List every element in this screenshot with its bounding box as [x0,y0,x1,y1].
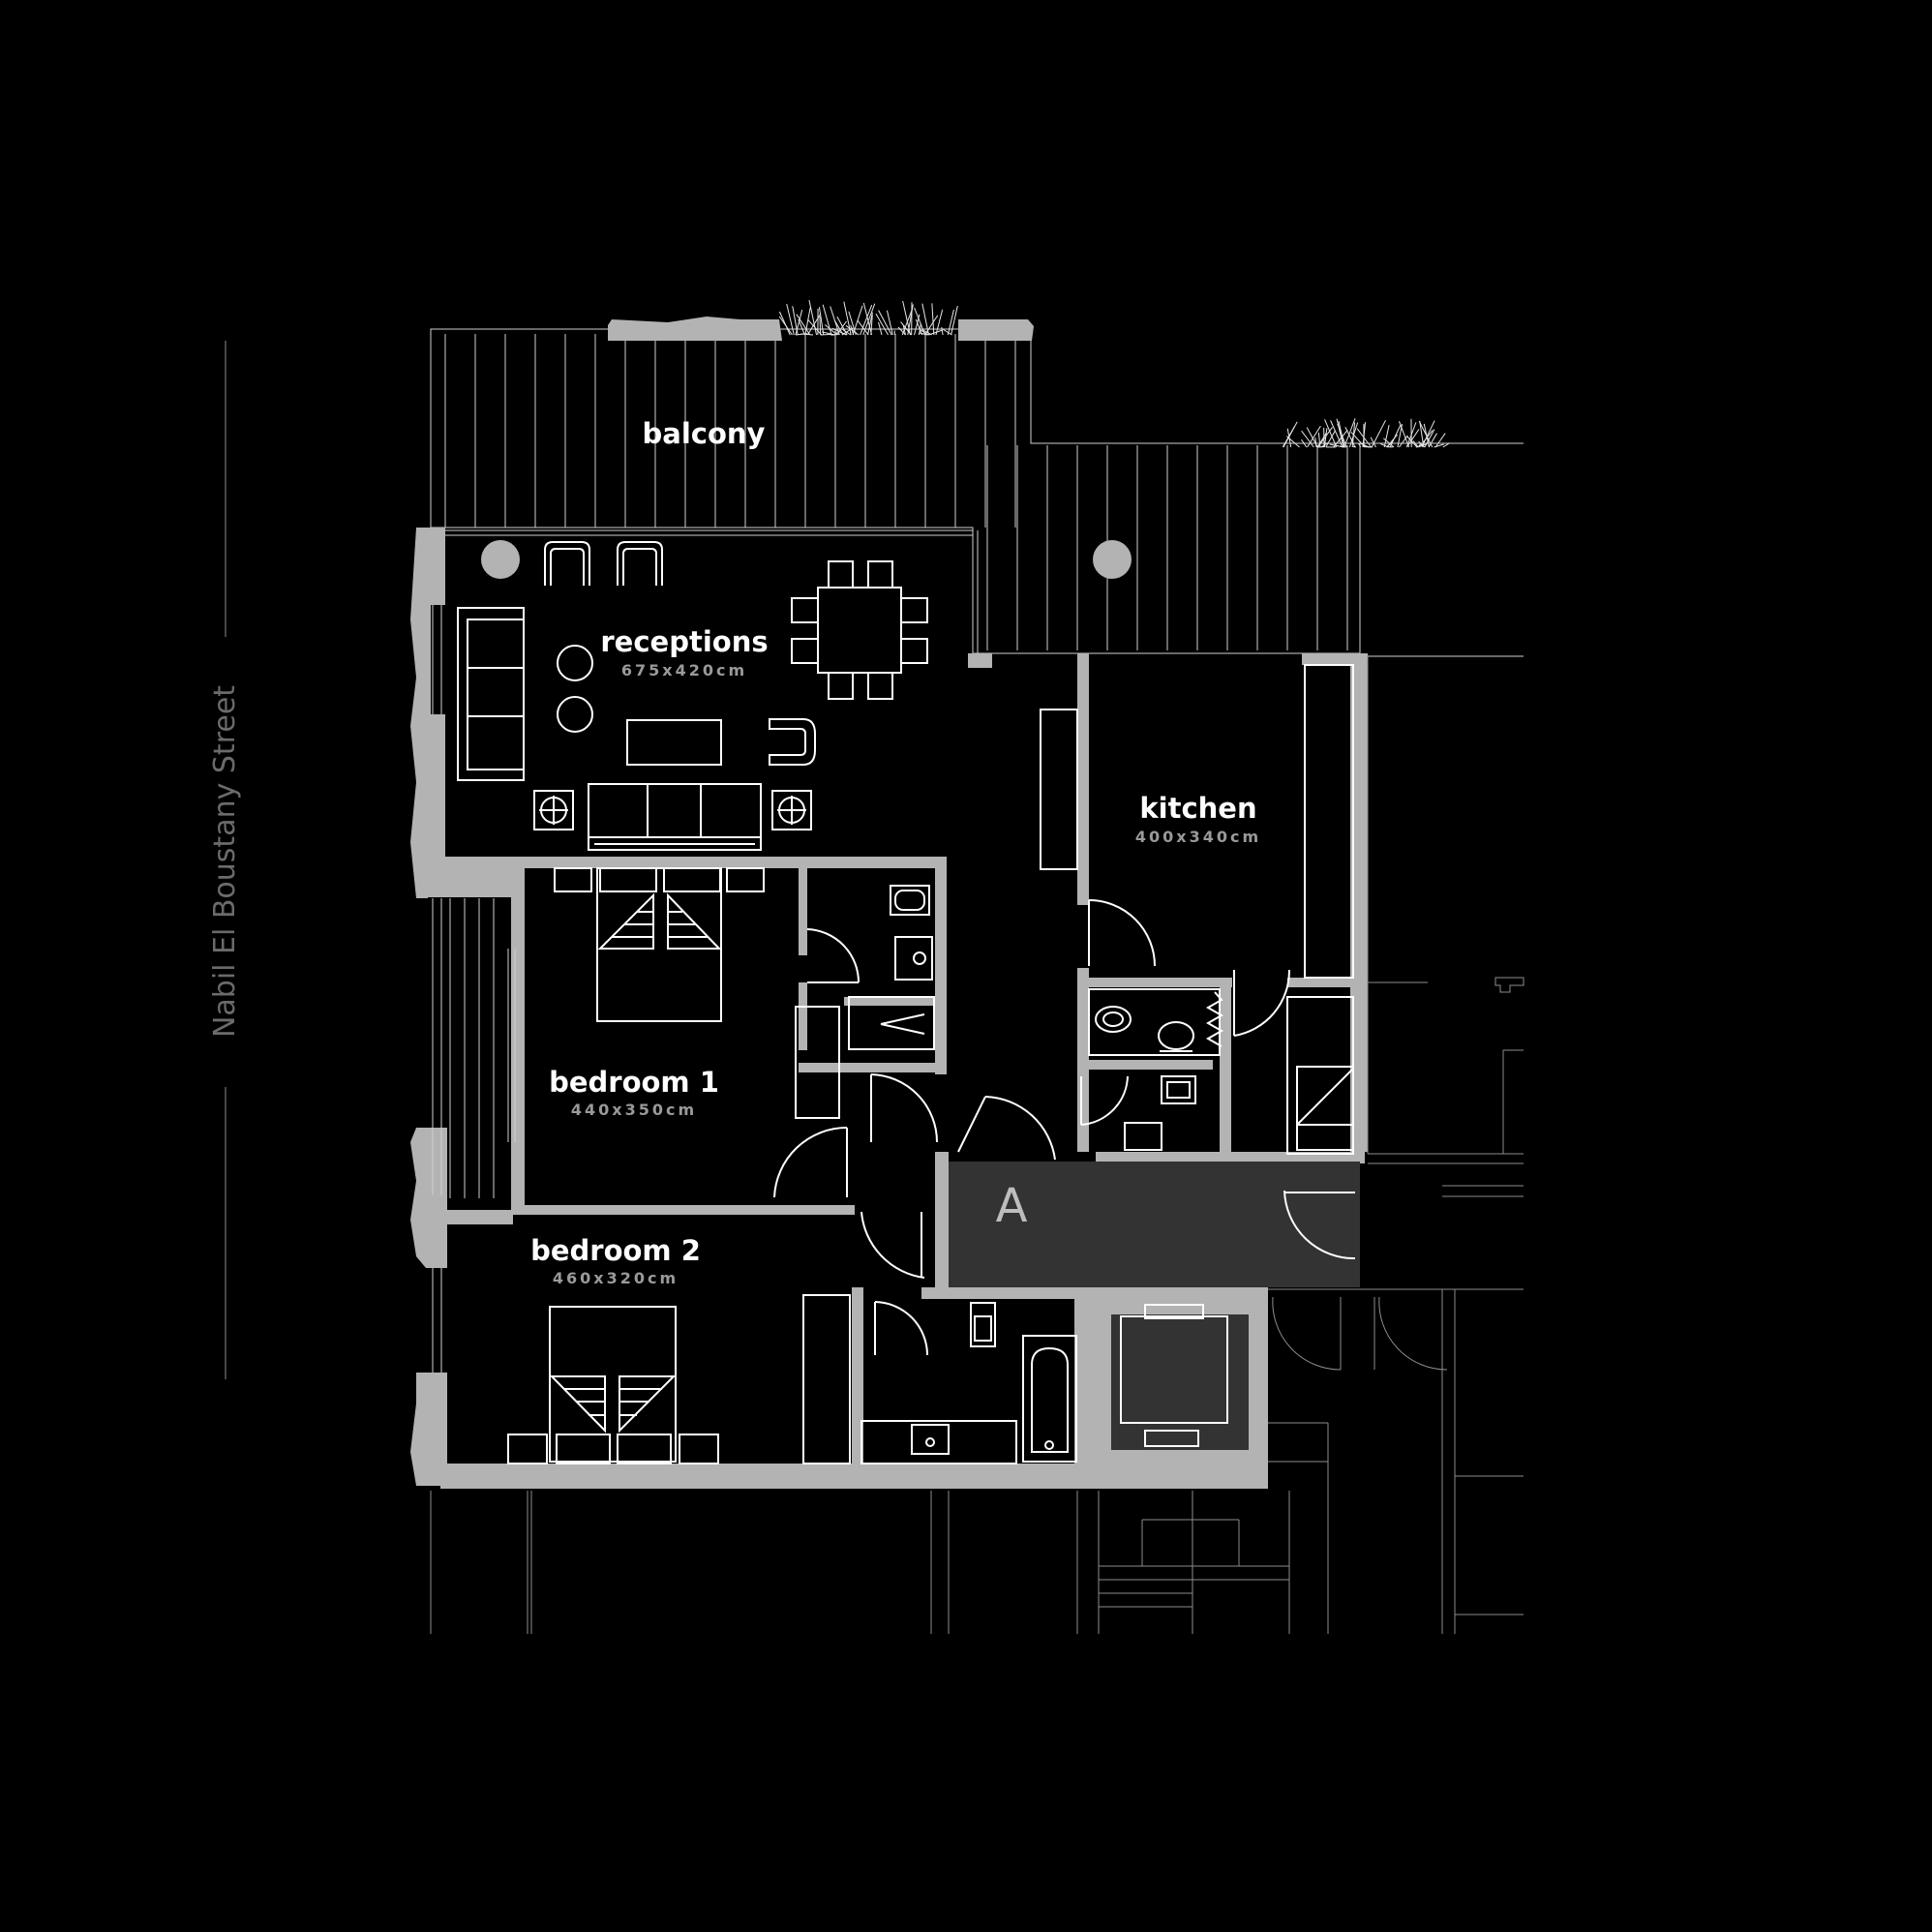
bedroom2-label: bedroom 2 [530,1234,701,1267]
storage-unit [1287,997,1353,1154]
walls [410,528,1368,1489]
bedroom1-size: 440x350cm [571,1101,697,1119]
ensuite-fixtures [849,886,934,1049]
plant-foliage-top [779,300,957,335]
receptions-label: receptions [600,625,768,658]
balcony-label: balcony [643,417,766,450]
kitchen-size: 400x340cm [1135,828,1261,846]
receptions-size: 675x420cm [621,661,747,679]
kitchen-furniture [1305,665,1353,978]
bedroom2-furniture [508,1295,850,1464]
receptions-furniture [458,542,1077,869]
planter-pot-circle [1093,540,1132,579]
planter-pot-circle [481,540,520,579]
bedroom2-size: 460x320cm [553,1269,679,1287]
bedroom1-label: bedroom 1 [549,1066,719,1099]
street-name-label: Nabil El Boustany Street [208,685,242,1038]
entrance-hall: A [949,1162,1360,1287]
kitchen-label: kitchen [1139,792,1256,825]
planter-box-left [608,317,782,341]
bathroom-fixtures [861,1303,1076,1464]
unit-label: A [996,1179,1028,1233]
street-annotation: Nabil El Boustany Street [208,341,242,1379]
planter-box-right [958,319,1034,341]
